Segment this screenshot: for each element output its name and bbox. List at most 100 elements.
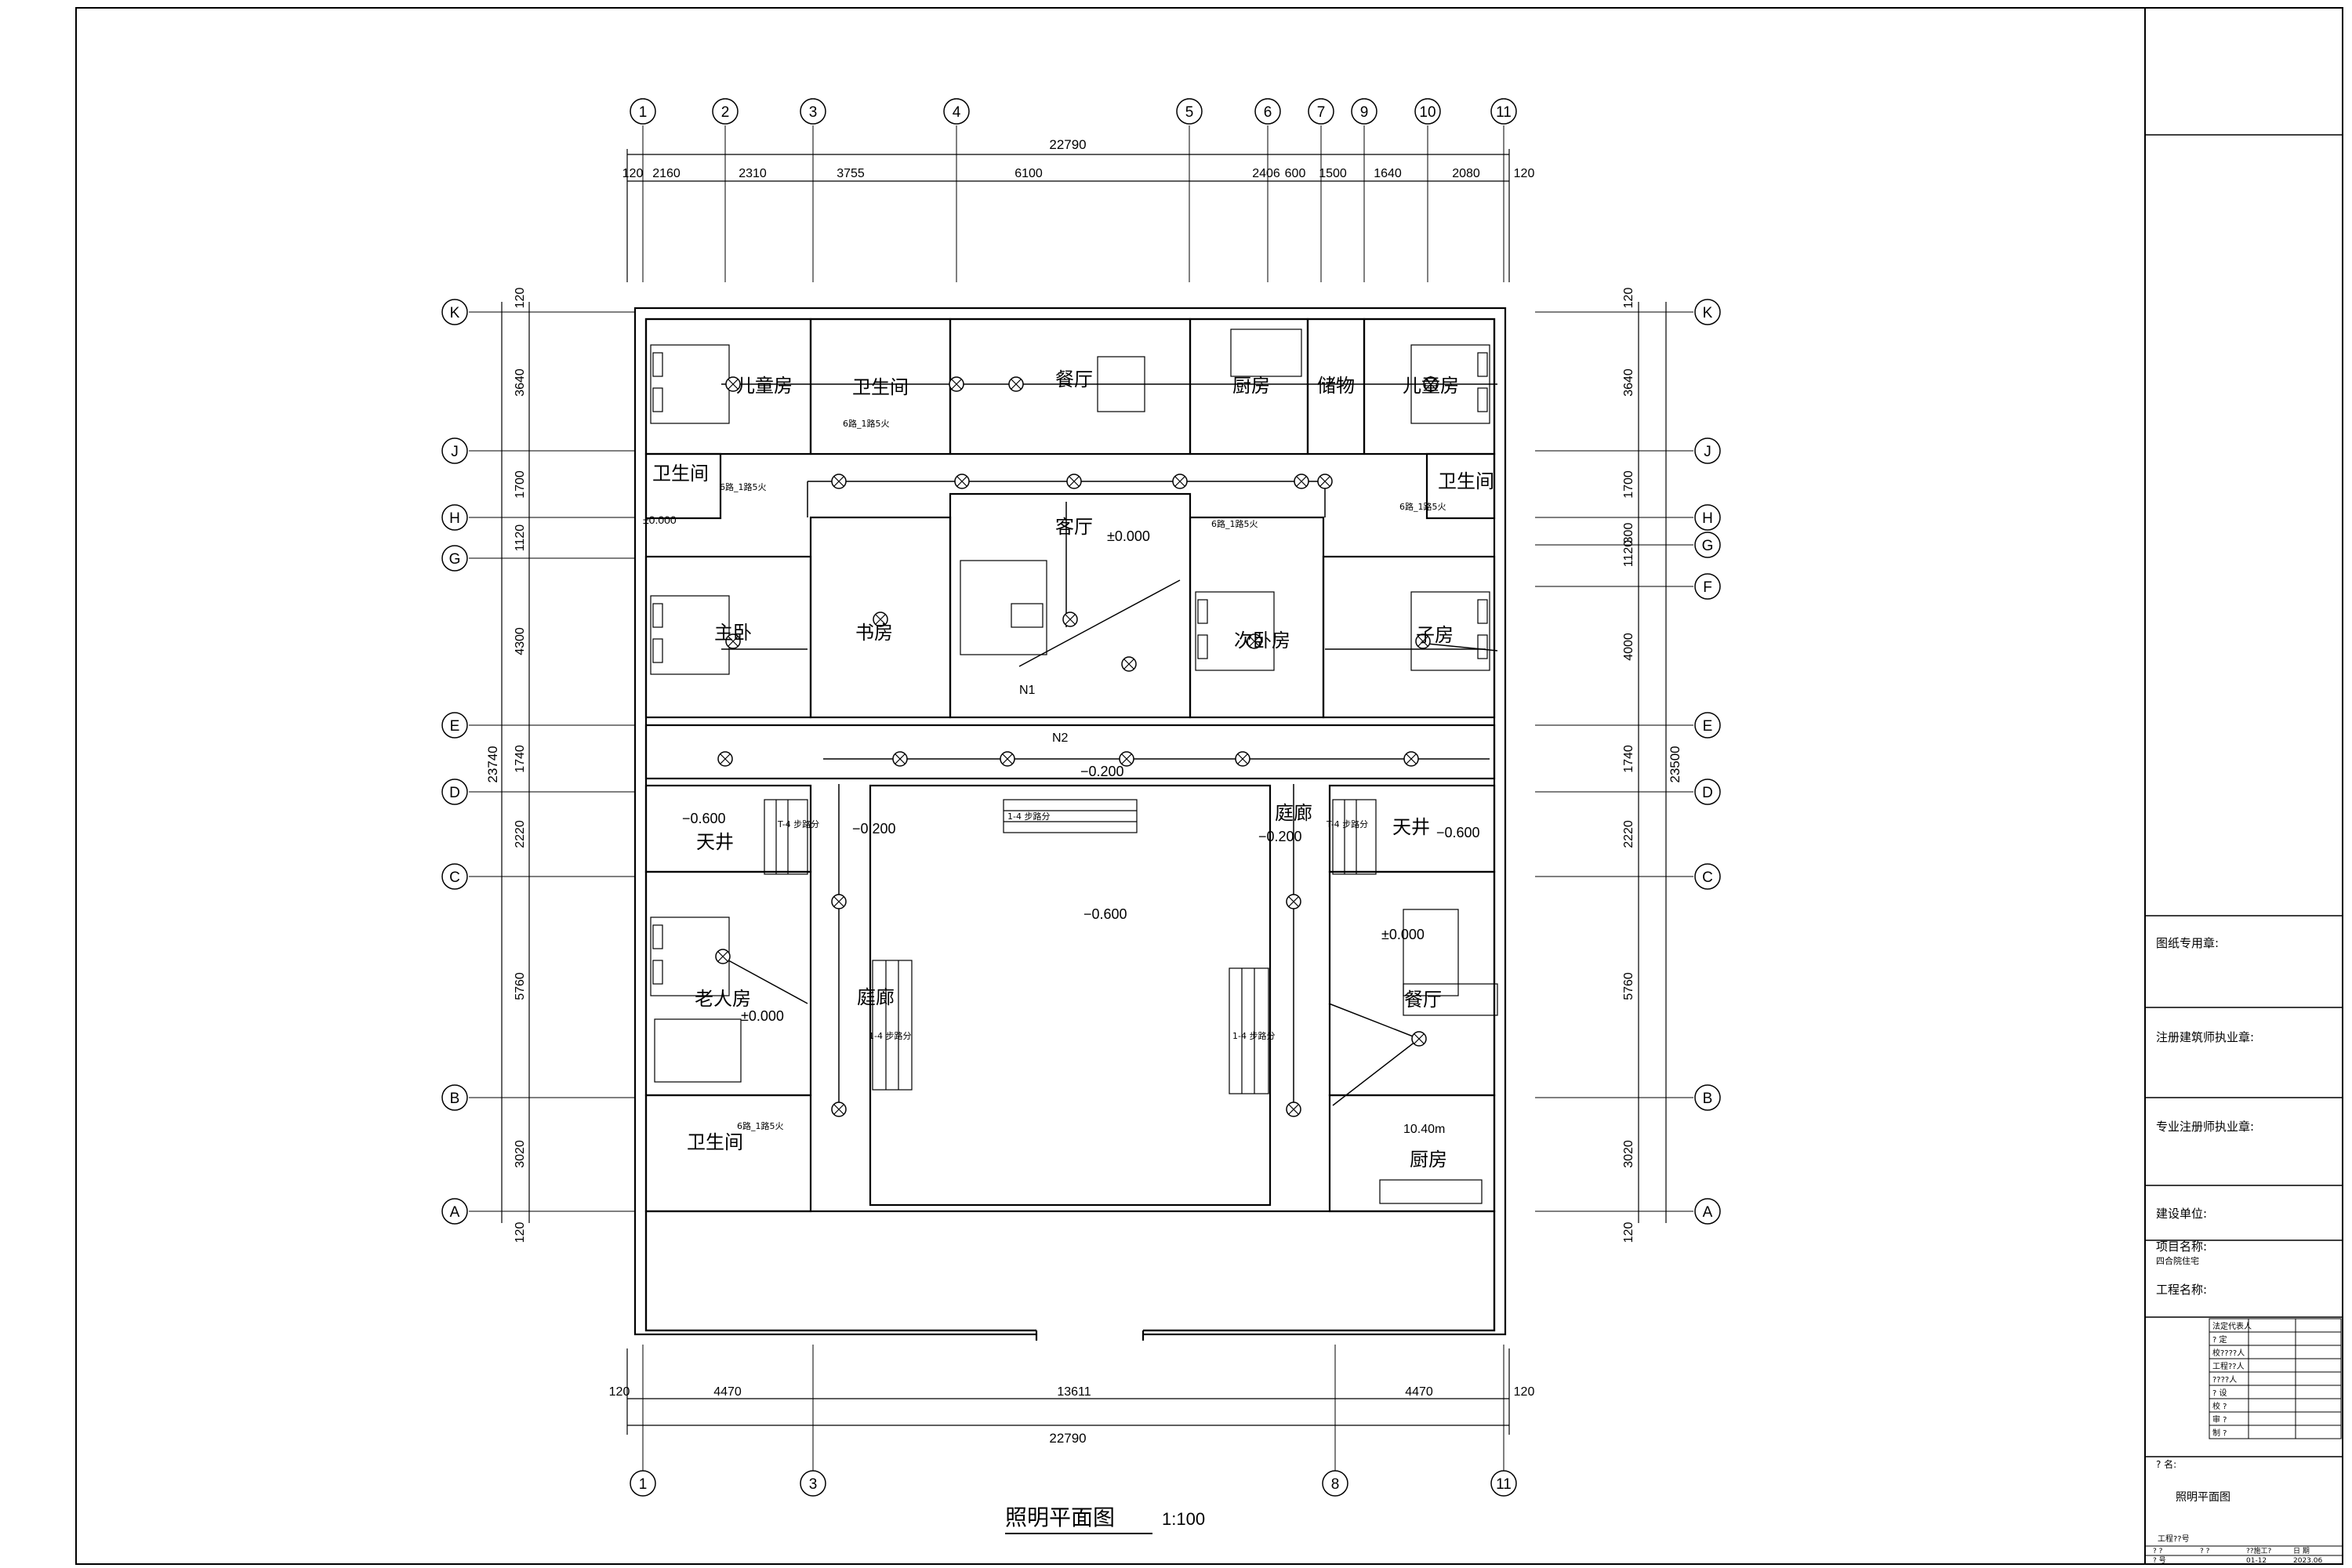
dim-bottom-total: 22790: [1049, 1431, 1086, 1446]
dim-left-seg: 1740: [514, 745, 527, 773]
note-steps-5: 1-4 步路分: [1232, 1031, 1275, 1041]
svg-text:4: 4: [953, 104, 961, 121]
axis-bubble-right: K: [1694, 299, 1721, 325]
light-fixture-icon: [892, 751, 908, 767]
axis-bubble-right: C: [1694, 863, 1721, 890]
elev-elder: ±0.000: [741, 1008, 784, 1024]
dim-right-seg: 3020: [1622, 1140, 1635, 1168]
dimension-left: [501, 302, 530, 1223]
light-fixture-icon: [949, 376, 964, 392]
dim-top-seg: 6100: [1014, 167, 1043, 180]
room-label-kitchen-bottom: 厨房: [1410, 1149, 1447, 1171]
note-steps-1: T-4 步路分: [777, 819, 819, 829]
axis-bubble-top: 1: [630, 98, 656, 125]
svg-text:10: 10: [1419, 104, 1436, 121]
axis-bubble-bottom: 8: [1322, 1470, 1348, 1497]
dim-top-seg: 120: [1514, 167, 1535, 180]
svg-text:6: 6: [1264, 104, 1272, 121]
svg-text:D: D: [1702, 785, 1713, 801]
dim-top-total: 22790: [1049, 137, 1086, 152]
tb-project-no: 工程??号: [2158, 1534, 2190, 1544]
light-fixture-icon: [1317, 474, 1333, 489]
svg-text:J: J: [451, 444, 459, 460]
light-fixture-icon: [717, 751, 733, 767]
axis-bubble-top: 7: [1308, 98, 1334, 125]
light-fixture-icon: [831, 1102, 847, 1117]
dim-top-seg: 1640: [1374, 167, 1402, 180]
tb-role: 审 ?: [2212, 1414, 2227, 1425]
axis-bubble-top: 9: [1351, 98, 1377, 125]
dim-top-seg: 2406: [1252, 167, 1280, 180]
note-steps-3: 1-4 步路分: [1007, 811, 1050, 822]
svg-text:H: H: [449, 510, 460, 527]
axis-bubble-bottom: 11: [1490, 1470, 1517, 1497]
light-fixture-icon: [954, 474, 970, 489]
dim-left-seg: 5760: [514, 972, 527, 1000]
elev-living: ±0.000: [1107, 528, 1150, 544]
light-fixture-icon: [1119, 751, 1134, 767]
tb-field-1: 图纸专用章:: [2156, 936, 2219, 950]
dim-left-seg: 3020: [514, 1140, 527, 1168]
light-fixture-icon: [1235, 751, 1250, 767]
axis-bubble-left: A: [441, 1198, 468, 1225]
title-block: [2145, 134, 2343, 1457]
tb-sheet-name: 照明平面图: [2176, 1491, 2230, 1504]
room-label-bath-bottom: 卫生间: [687, 1131, 743, 1153]
tb-foot-label: ? ?: [2200, 1548, 2210, 1555]
axis-bubble-top: 5: [1176, 98, 1203, 125]
svg-text:9: 9: [1360, 104, 1369, 121]
svg-text:E: E: [450, 718, 460, 735]
axis-bubble-right: E: [1694, 712, 1721, 739]
light-fixture-icon: [831, 894, 847, 909]
elev-well-right: −0.600: [1436, 825, 1480, 840]
room-label-child-right: 儿童房: [1403, 375, 1459, 397]
room-labels: 儿童房 卫生间 餐厅 厨房 储物 儿童房 卫生间 卫生间 客厅 主卧 书房 次卧…: [652, 368, 1494, 1171]
dim-bottom-seg: 13611: [1057, 1385, 1091, 1399]
wiring-notes: 6路_1路5火 6路_1路5火 6路_1路5火 6路_1路5火 6路_1路5火 …: [720, 419, 1446, 1131]
room-label-dining-top: 餐厅: [1055, 368, 1093, 390]
room-label-storage: 储物: [1317, 375, 1355, 397]
room-label-son: 子房: [1416, 624, 1454, 646]
tb-role: 制 ?: [2212, 1428, 2227, 1438]
tb-role: 校????人: [2212, 1348, 2245, 1358]
dimension-top: [626, 149, 1510, 282]
room-label-dining-bottom: 餐厅: [1404, 989, 1442, 1011]
note-steps-4: 1-4 步路分: [869, 1031, 911, 1041]
room-label-corridor-left: 庭廊: [857, 986, 895, 1008]
room-label-kitchen-top: 厨房: [1232, 375, 1270, 397]
light-fixture-icon: [1000, 751, 1015, 767]
light-fixture-icon: [1286, 894, 1301, 909]
axis-bubble-left: G: [441, 545, 468, 572]
dim-bottom-seg: 4470: [1405, 1385, 1433, 1399]
svg-text:D: D: [449, 785, 460, 801]
axis-bubble-top: 11: [1490, 98, 1517, 125]
room-label-bath-top: 卫生间: [852, 376, 909, 398]
axis-bubble-left: C: [441, 863, 468, 890]
svg-text:J: J: [1704, 444, 1711, 460]
gate-opening: [1036, 1317, 1143, 1341]
stairs: [764, 799, 1377, 1094]
dim-right-seg: 3640: [1622, 368, 1635, 397]
room-label-bath-right: 卫生间: [1438, 470, 1494, 492]
elevation-marks: ±0.000 −0.200 −0.600 −0.600 −0.200 −0.20…: [643, 514, 1480, 1136]
drawing-scale: 1:100: [1162, 1509, 1205, 1529]
elev-step-left: −0.200: [852, 821, 896, 837]
axis-bubble-left: B: [441, 1084, 468, 1111]
light-fixture-icon: [725, 376, 741, 392]
dim-top-seg: 1500: [1319, 167, 1347, 180]
svg-text:K: K: [450, 305, 460, 321]
dim-right-seg: 4000: [1622, 633, 1635, 661]
tb-role: 工程??人: [2212, 1362, 2245, 1371]
dim-left-seg: 2220: [514, 820, 527, 848]
svg-text:5: 5: [1185, 104, 1194, 121]
svg-text:8: 8: [1331, 1476, 1340, 1493]
light-fixture-icon: [1423, 376, 1439, 392]
light-fixture-icon: [873, 612, 888, 627]
note-switch-1: 6路_1路5火: [843, 419, 890, 429]
svg-text:11: 11: [1496, 104, 1512, 121]
axis-bubble-right: B: [1694, 1084, 1721, 1111]
